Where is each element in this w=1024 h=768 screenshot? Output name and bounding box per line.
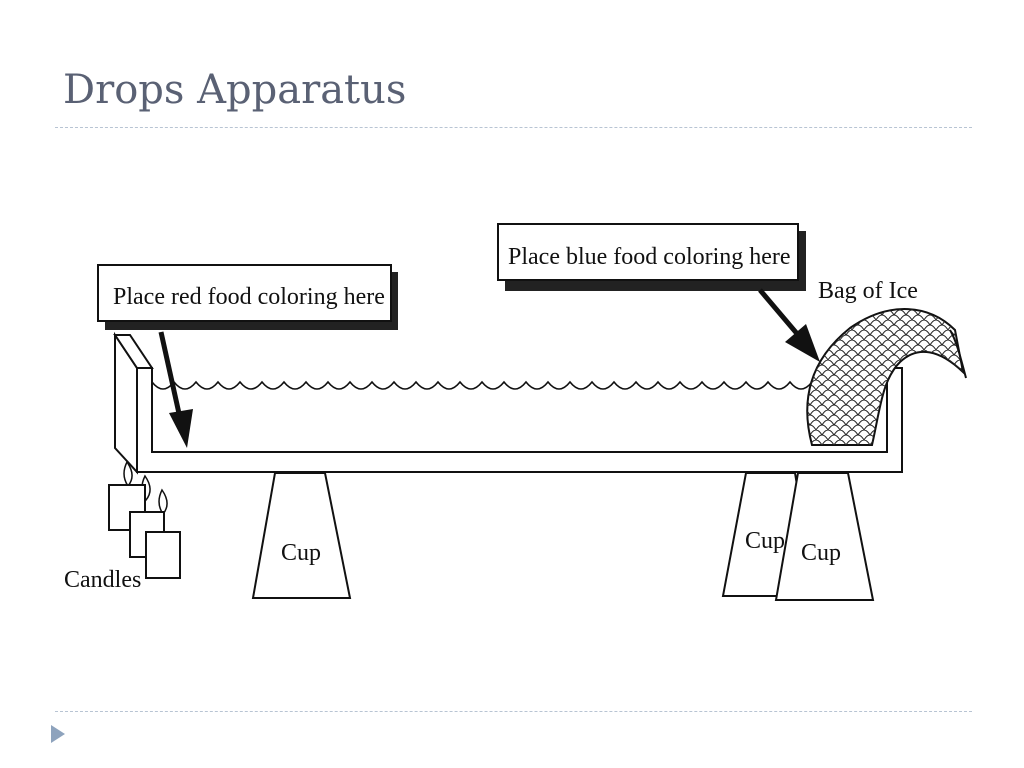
candles-label: Candles: [64, 567, 141, 593]
blue-arrowhead: [785, 324, 820, 362]
ice-bag: Bag of Ice: [806, 278, 967, 446]
title-divider: [55, 127, 972, 128]
cup-left: Cup: [251, 472, 352, 599]
red-arrowhead: [169, 409, 193, 448]
cup-right-front-label: Cup: [801, 540, 841, 566]
blue-callout-text: Place blue food coloring here: [508, 244, 791, 270]
red-callout-text: Place red food coloring here: [113, 284, 385, 310]
slide-bullet-icon: [51, 725, 65, 743]
slide-title: Drops Apparatus: [63, 67, 407, 113]
water-surface: [151, 380, 857, 390]
bag-of-ice-label: Bag of Ice: [818, 278, 918, 304]
trough: [136, 367, 903, 473]
cup-right-front: Cup: [774, 472, 875, 601]
trough-end-block: [113, 331, 154, 475]
candles: Candles: [64, 460, 181, 593]
footer-divider: [55, 711, 972, 712]
cup-left-label: Cup: [281, 540, 321, 566]
cup-right-back-label: Cup: [745, 528, 785, 554]
blue-coloring-callout: Place blue food coloring here: [497, 223, 820, 362]
red-coloring-callout: Place red food coloring here: [97, 264, 398, 448]
